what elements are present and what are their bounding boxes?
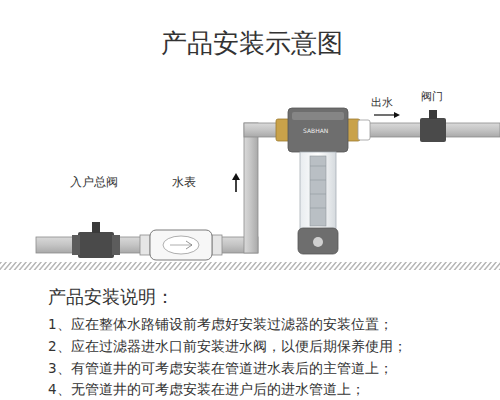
valve-label: 阀门 (421, 90, 443, 103)
brand-label: SABHAN (303, 127, 328, 134)
outlet-label: 出水 (371, 96, 393, 109)
divider-band (0, 262, 500, 270)
outlet-arrow (374, 112, 400, 118)
outlet-valve (420, 110, 446, 142)
note-line: 4、无管道井的可考虑安装在进户后的进水管道上； (48, 381, 365, 397)
section-heading: 产品安装说明： (48, 286, 174, 308)
title: 产品安装示意图 (2, 28, 500, 59)
note-line: 1、应在整体水路铺设前考虑好安装过滤器的安装位置； (48, 316, 393, 332)
prefilter (276, 108, 370, 254)
meter-label: 水表 (172, 175, 196, 189)
valve-label: 入户总阀 (70, 175, 118, 189)
note-line: 2、应在过滤器进水口前安装进水阀，以便后期保养使用； (48, 338, 407, 354)
note-line: 3、有管道井的可考虑安装在管道进水表后的主管道上； (48, 360, 393, 376)
water-meter (140, 230, 222, 260)
flow-arrow (232, 173, 240, 192)
riser-pipe (244, 123, 258, 253)
main-valve (72, 222, 120, 258)
